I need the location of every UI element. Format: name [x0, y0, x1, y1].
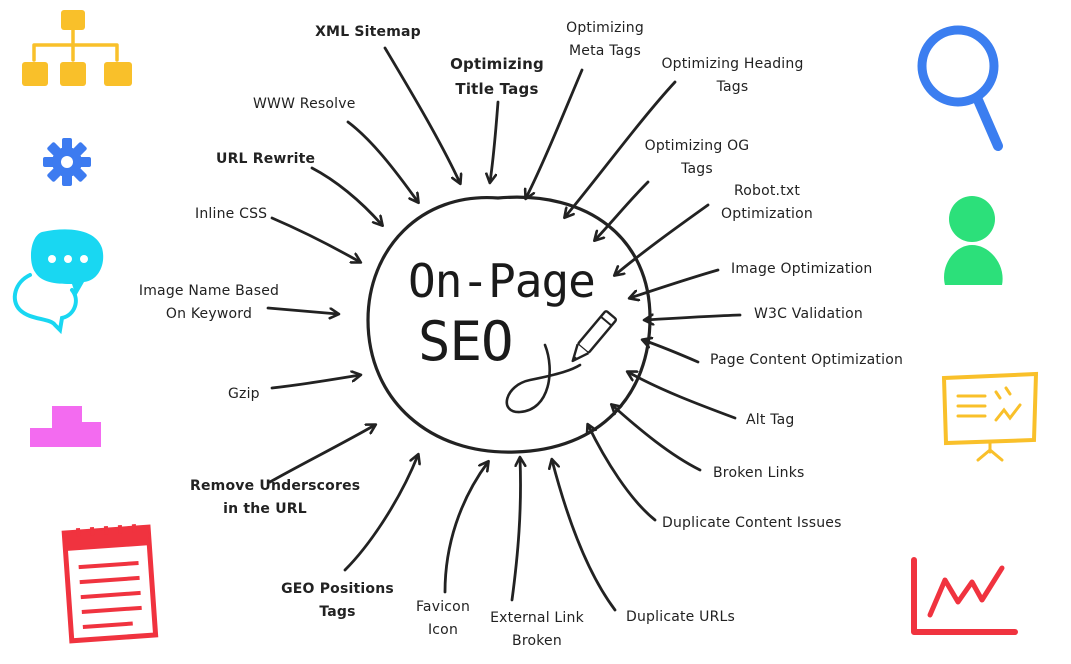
- arrow-url-rewrite: [310, 166, 382, 225]
- arrow-og-tags: [595, 180, 650, 240]
- center-circle: [366, 195, 652, 454]
- center-title-line2: SEO: [418, 310, 514, 373]
- label-broken-links: Broken Links: [713, 465, 805, 481]
- label-duplicate-urls: Duplicate URLs: [626, 609, 736, 625]
- label-alt-tag: Alt Tag: [746, 412, 795, 428]
- label-remove-underscores: Remove Underscores in the URL: [190, 475, 361, 521]
- label-line: Meta Tags: [568, 43, 641, 59]
- arrow-gzip: [270, 375, 360, 390]
- label-line: Favicon: [415, 599, 471, 615]
- label-geo-positions-tags: GEO Positions Tags: [275, 578, 400, 624]
- label-line: Optimizing OG: [644, 138, 750, 154]
- arrow-favicon: [443, 462, 488, 594]
- sitemap-icon: [22, 10, 132, 86]
- arrow-w3c-validation: [645, 315, 742, 320]
- arrow-www-resolve: [346, 120, 418, 202]
- label-line: Optimizing: [566, 20, 644, 36]
- label-xml-sitemap: XML Sitemap: [315, 24, 421, 40]
- label-line: Tags: [681, 161, 713, 177]
- arrow-xml-sitemap: [383, 46, 460, 183]
- arrow-broken-links: [612, 405, 702, 472]
- arrow-title-tags: [490, 100, 500, 182]
- label-image-name-keyword: Image Name Based On Keyword: [132, 280, 286, 326]
- arrow-duplicate-urls: [552, 460, 617, 612]
- arrow-inline-css: [270, 216, 360, 262]
- chat-bubbles-icon: [12, 229, 104, 335]
- arrow-robot-txt: [615, 203, 710, 275]
- arrow-meta-tags: [526, 68, 584, 198]
- label-gzip: Gzip: [228, 386, 260, 402]
- label-page-content-optimization: Page Content Optimization: [710, 352, 904, 368]
- magnifier-icon: [917, 25, 1003, 151]
- label-line: Image Name Based: [138, 283, 280, 299]
- label-image-optimization: Image Optimization: [731, 261, 873, 277]
- presentation-board-icon: [941, 371, 1039, 462]
- label-line: in the URL: [223, 501, 307, 517]
- label-optimizing-meta-tags: Optimizing Meta Tags: [555, 17, 655, 63]
- label-url-rewrite: URL Rewrite: [216, 151, 316, 167]
- label-line: Remove Underscores: [190, 478, 361, 494]
- center-title-line1: On-Page: [408, 254, 596, 308]
- label-line: Icon: [427, 622, 459, 638]
- arrow-page-content: [643, 340, 700, 364]
- label-line: GEO Positions: [281, 581, 394, 597]
- puzzle-block-icon: [30, 406, 101, 447]
- arrow-duplicate-content: [588, 425, 657, 522]
- label-line: Optimizing Heading: [661, 56, 804, 72]
- arrow-geo-positions: [343, 455, 418, 572]
- label-line: Broken: [512, 633, 562, 649]
- label-line: External Link: [490, 610, 584, 626]
- label-line: Robot.txt: [733, 183, 801, 199]
- label-inline-css: Inline CSS: [195, 206, 268, 222]
- line-chart-icon: [911, 557, 1018, 635]
- arrow-heading-tags: [565, 80, 677, 217]
- label-optimizing-og-tags: Optimizing OG Tags: [636, 135, 758, 181]
- notepad-icon: [61, 524, 159, 644]
- arrow-remove-underscores: [268, 425, 375, 484]
- pencil-icon: [571, 310, 618, 363]
- label-www-resolve: WWW Resolve: [253, 96, 356, 112]
- user-icon: [944, 196, 1003, 285]
- label-optimizing-title-tags: Optimizing Title Tags: [442, 53, 552, 101]
- label-favicon-icon: Favicon Icon: [405, 596, 481, 642]
- arrow-external-link: [510, 458, 521, 602]
- label-external-link-broken: External Link Broken: [479, 607, 595, 653]
- label-optimizing-heading-tags: Optimizing Heading Tags: [650, 53, 815, 99]
- label-line: Title Tags: [455, 80, 539, 98]
- label-line: Tags: [319, 604, 356, 620]
- label-line: Optimization: [721, 206, 813, 222]
- gear-icon: [43, 138, 91, 186]
- label-w3c-validation: W3C Validation: [754, 306, 863, 322]
- label-line: On Keyword: [165, 306, 253, 322]
- label-line: Optimizing: [450, 55, 544, 73]
- label-line: Tags: [716, 79, 749, 95]
- arrow-image-name: [266, 306, 338, 314]
- arrow-image-optimization: [630, 268, 720, 298]
- arrow-alt-tag: [628, 372, 737, 420]
- label-duplicate-content: Duplicate Content Issues: [662, 515, 842, 531]
- label-robot-txt: Robot.txt Optimization: [708, 180, 826, 226]
